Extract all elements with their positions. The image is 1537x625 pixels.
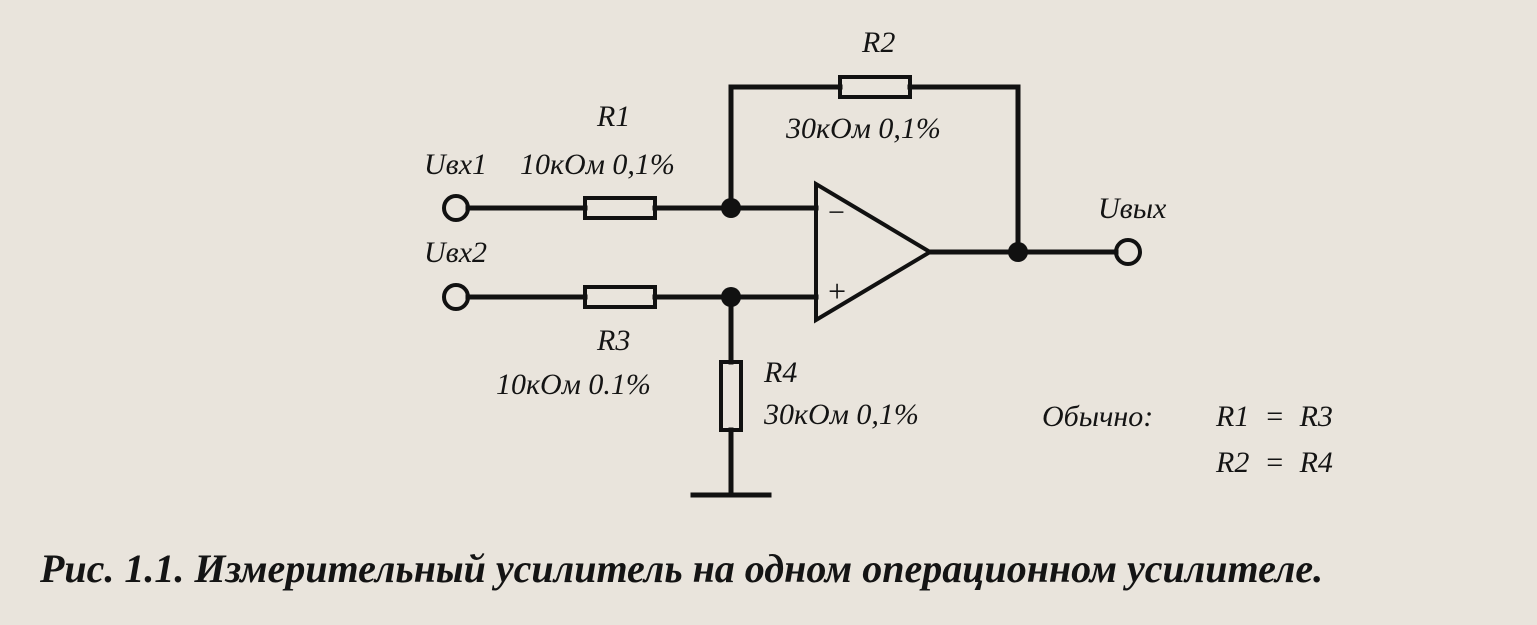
note-equation-2: R2 = R4 [1215, 446, 1333, 479]
label-input2: Uвх2 [424, 236, 487, 269]
label-r3-name: R3 [596, 324, 630, 357]
note-equation-1: R1 = R3 [1215, 400, 1333, 433]
label-r2-value: 30кОм 0,1% [785, 112, 941, 145]
opamp-plus-sign: + [826, 273, 848, 309]
label-r3-value: 10кОм 0.1% [496, 368, 651, 401]
wire-feedback [728, 84, 843, 211]
junction-noninverting [721, 287, 741, 307]
label-input1: Uвх1 [424, 148, 487, 181]
label-r2-name: R2 [861, 26, 895, 59]
label-r1-value: 10кОм 0,1% [520, 148, 675, 181]
label-output: Uвых [1098, 192, 1167, 225]
junction-output [1008, 242, 1028, 262]
opamp-triangle [814, 180, 934, 324]
opamp-minus-sign: − [826, 196, 846, 229]
junction-inverting [721, 198, 741, 218]
input2-terminal [442, 283, 470, 311]
input1-terminal [442, 194, 470, 222]
note-prefix: Обычно: [1042, 400, 1153, 433]
label-r1-name: R1 [596, 100, 630, 133]
figure-caption: Рис. 1.1. Измерительный усилитель на одн… [39, 546, 1323, 591]
resistor-r1 [583, 196, 657, 220]
wire-feedback-out [907, 84, 1021, 255]
resistor-r4 [719, 360, 743, 432]
output-terminal [1114, 238, 1142, 266]
label-r4-value: 30кОм 0,1% [763, 398, 919, 431]
resistor-r2 [838, 75, 912, 99]
label-r4-name: R4 [763, 356, 797, 389]
resistor-r3 [583, 285, 657, 309]
